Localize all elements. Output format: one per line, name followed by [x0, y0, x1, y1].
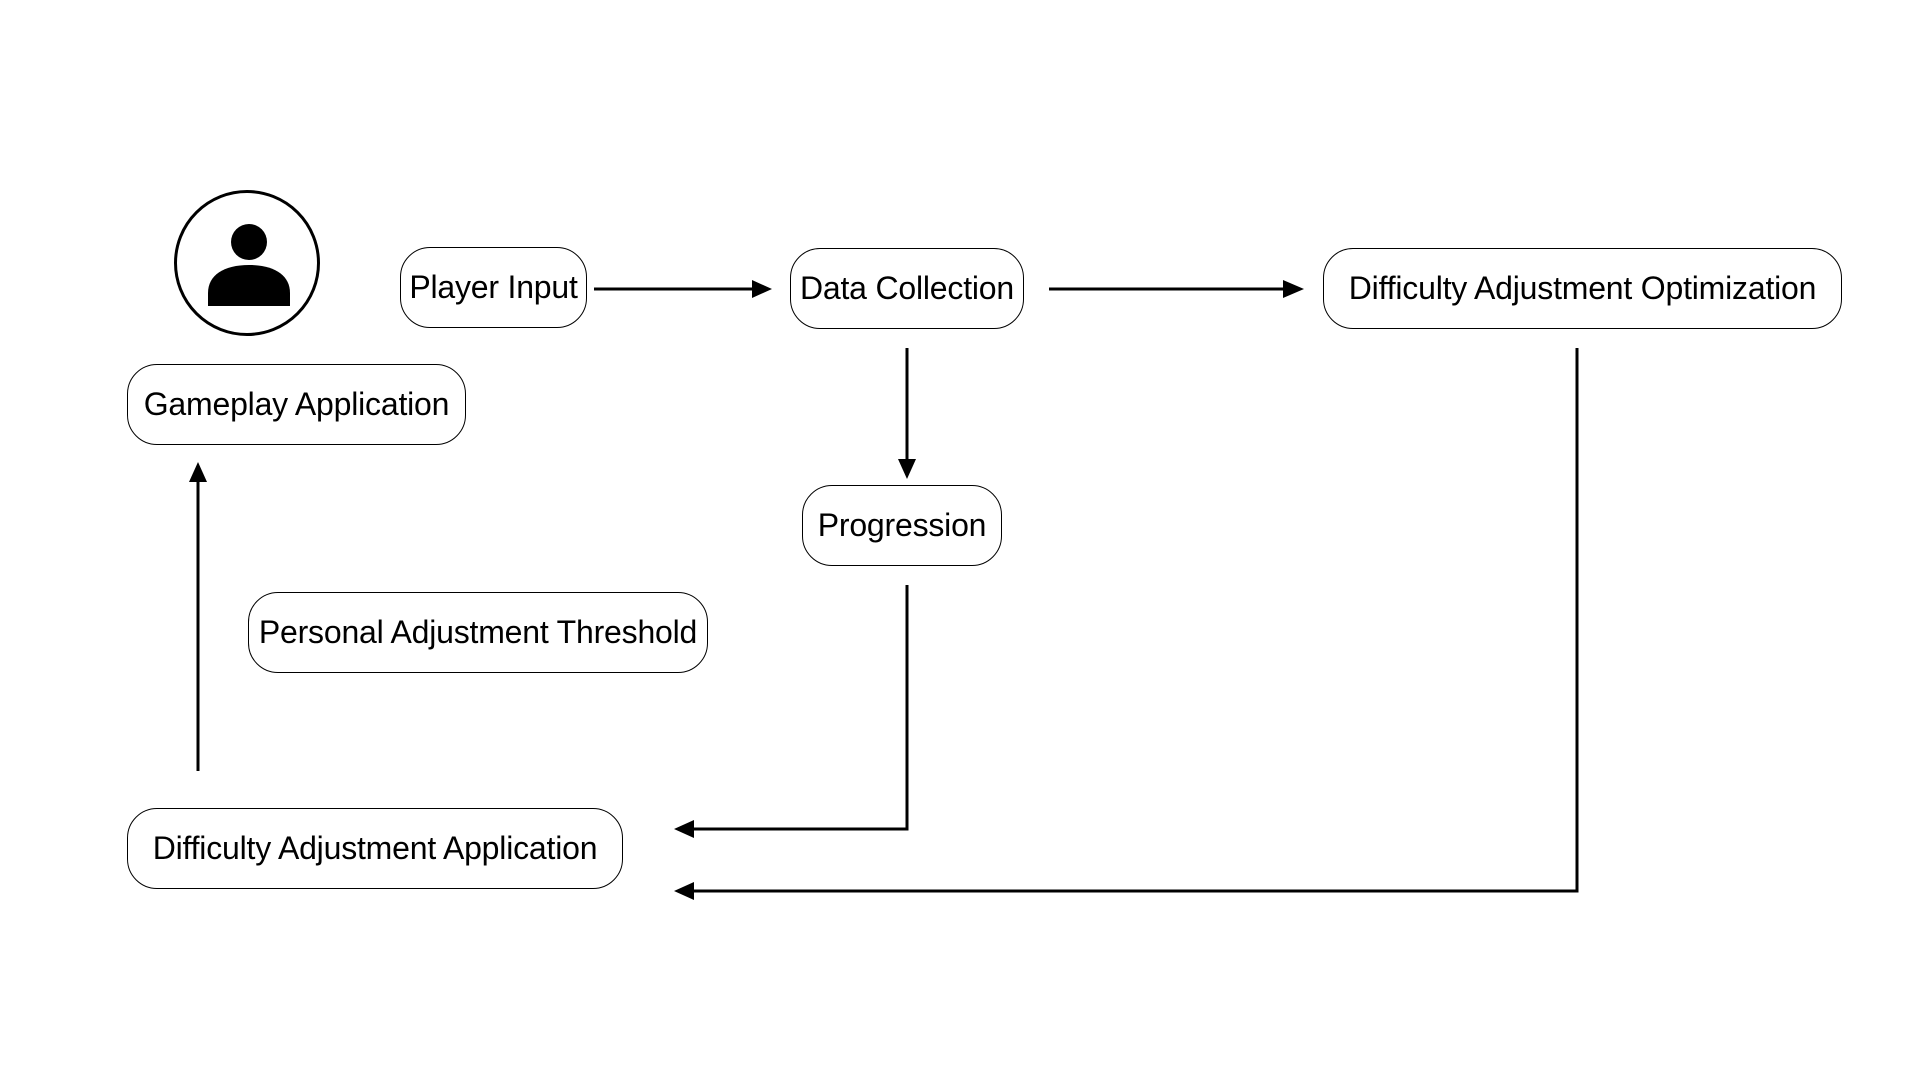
node-label: Progression	[817, 507, 987, 543]
node-progression: Progression	[802, 485, 1002, 566]
edge-progression-to-application	[674, 585, 909, 838]
node-label: Personal Adjustment Threshold	[258, 614, 698, 650]
node-label: Data Collection	[799, 270, 1014, 306]
node-label: Player Input	[409, 269, 578, 305]
node-gameplay-application: Gameplay Application	[127, 364, 466, 445]
edge-application-to-gameplay	[189, 462, 207, 771]
node-difficulty-adjustment-optimization: Difficulty Adjustment Optimization	[1323, 248, 1842, 329]
node-player-input: Player Input	[400, 247, 587, 328]
node-label: Gameplay Application	[143, 386, 450, 422]
edge-data-collection-to-progression	[898, 348, 916, 479]
node-difficulty-adjustment-application: Difficulty Adjustment Application	[127, 808, 623, 889]
node-personal-adjustment-threshold: Personal Adjustment Threshold	[248, 592, 708, 673]
node-label: Difficulty Adjustment Optimization	[1348, 270, 1817, 306]
edge-data-collection-to-optimization	[1049, 280, 1304, 298]
user-icon	[174, 190, 320, 336]
node-label: Difficulty Adjustment Application	[152, 830, 598, 866]
edge-player-input-to-data-collection	[594, 280, 772, 298]
node-data-collection: Data Collection	[790, 248, 1024, 329]
edge-optimization-to-application	[674, 348, 1579, 900]
